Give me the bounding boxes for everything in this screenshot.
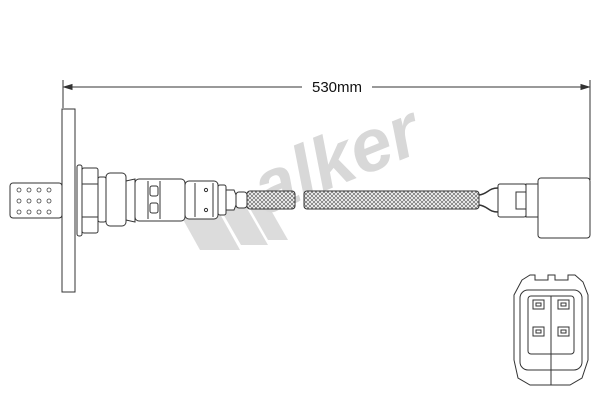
- probe-hole: [16, 198, 22, 204]
- probe-hole: [26, 187, 32, 193]
- probe-hole: [26, 198, 32, 204]
- sensor-body: [97, 172, 248, 227]
- probe-hole: [46, 198, 52, 204]
- mounting-flange: [61, 108, 76, 293]
- probe-hole: [36, 187, 42, 193]
- probe-hole: [46, 187, 52, 193]
- dimension-line: [62, 80, 591, 180]
- dimension-label: 530mm: [312, 79, 362, 96]
- lead-wires: [478, 187, 499, 213]
- probe-hole: [36, 198, 42, 204]
- probe-hole: [36, 209, 42, 215]
- walker-logo-watermark: alker: [175, 87, 435, 250]
- connector-side-view: [497, 177, 591, 239]
- sensor-probe-tip: [9, 182, 63, 219]
- probe-hole: [26, 209, 32, 215]
- braided-cable: [246, 190, 480, 210]
- probe-hole: [16, 187, 22, 193]
- hex-nut: [76, 164, 99, 237]
- connector-face-view: [513, 274, 589, 386]
- probe-hole: [46, 209, 52, 215]
- probe-hole: [16, 209, 22, 215]
